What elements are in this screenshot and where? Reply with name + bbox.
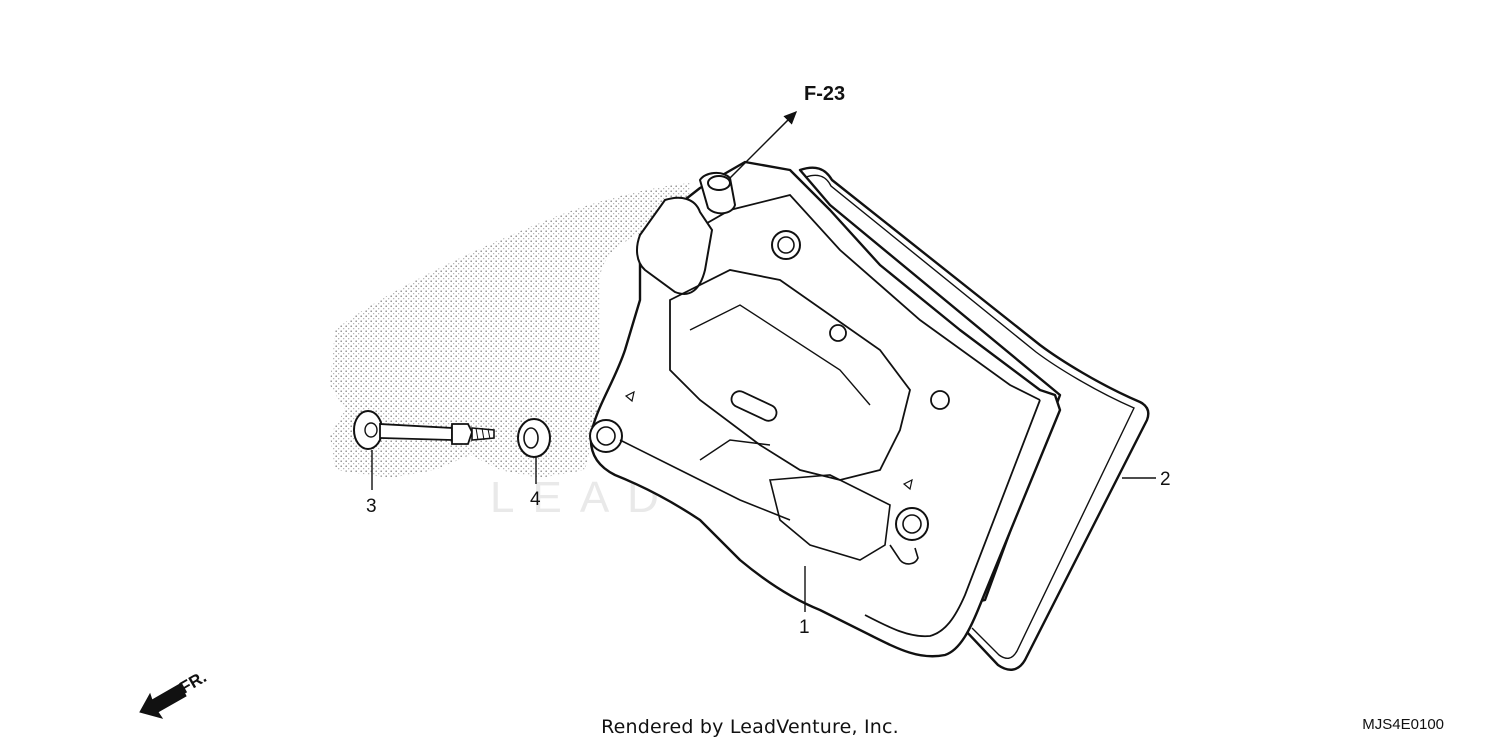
reference-label: F-23 [804, 83, 845, 105]
callout-3: 3 [366, 496, 377, 517]
callout-4: 4 [530, 489, 541, 510]
front-direction-indicator: FR. [139, 667, 210, 719]
front-arrow-icon [139, 683, 187, 719]
flange-bolt [353, 410, 495, 450]
callout-2: 2 [1160, 469, 1171, 490]
footer-credit: Rendered by LeadVenture, Inc. [601, 716, 899, 738]
rubber-seal [517, 418, 551, 458]
reference-leader [729, 110, 798, 179]
head-cover-gasket [798, 166, 1150, 671]
cylinder-head-cover [589, 160, 1062, 658]
callout-1: 1 [799, 617, 810, 638]
assembly-shading [330, 183, 690, 478]
diagram-code: MJS4E0100 [1362, 716, 1444, 733]
